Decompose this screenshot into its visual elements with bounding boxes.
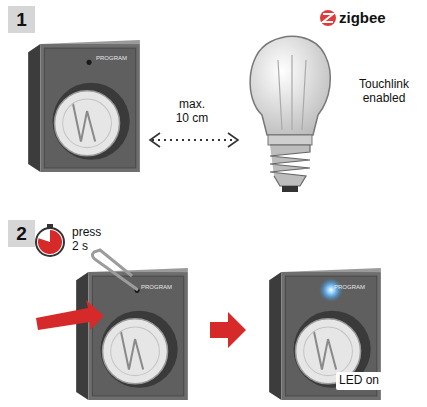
- press-label: press 2 s: [72, 226, 110, 254]
- step-number-box: 2: [8, 220, 35, 247]
- brand-label: zigbee: [339, 9, 409, 26]
- button-label: PROGRAM: [141, 284, 187, 291]
- feature-label: Touchlink enabled: [345, 78, 423, 106]
- step-number: 1: [16, 9, 27, 31]
- button-label: PROGRAM: [96, 55, 136, 62]
- step-number-box: 1: [8, 6, 35, 33]
- button-label: PROGRAM: [334, 284, 380, 291]
- status-label: LED on: [339, 374, 383, 388]
- distance-label: max. 10 cm: [172, 98, 212, 126]
- step-number: 2: [16, 223, 27, 245]
